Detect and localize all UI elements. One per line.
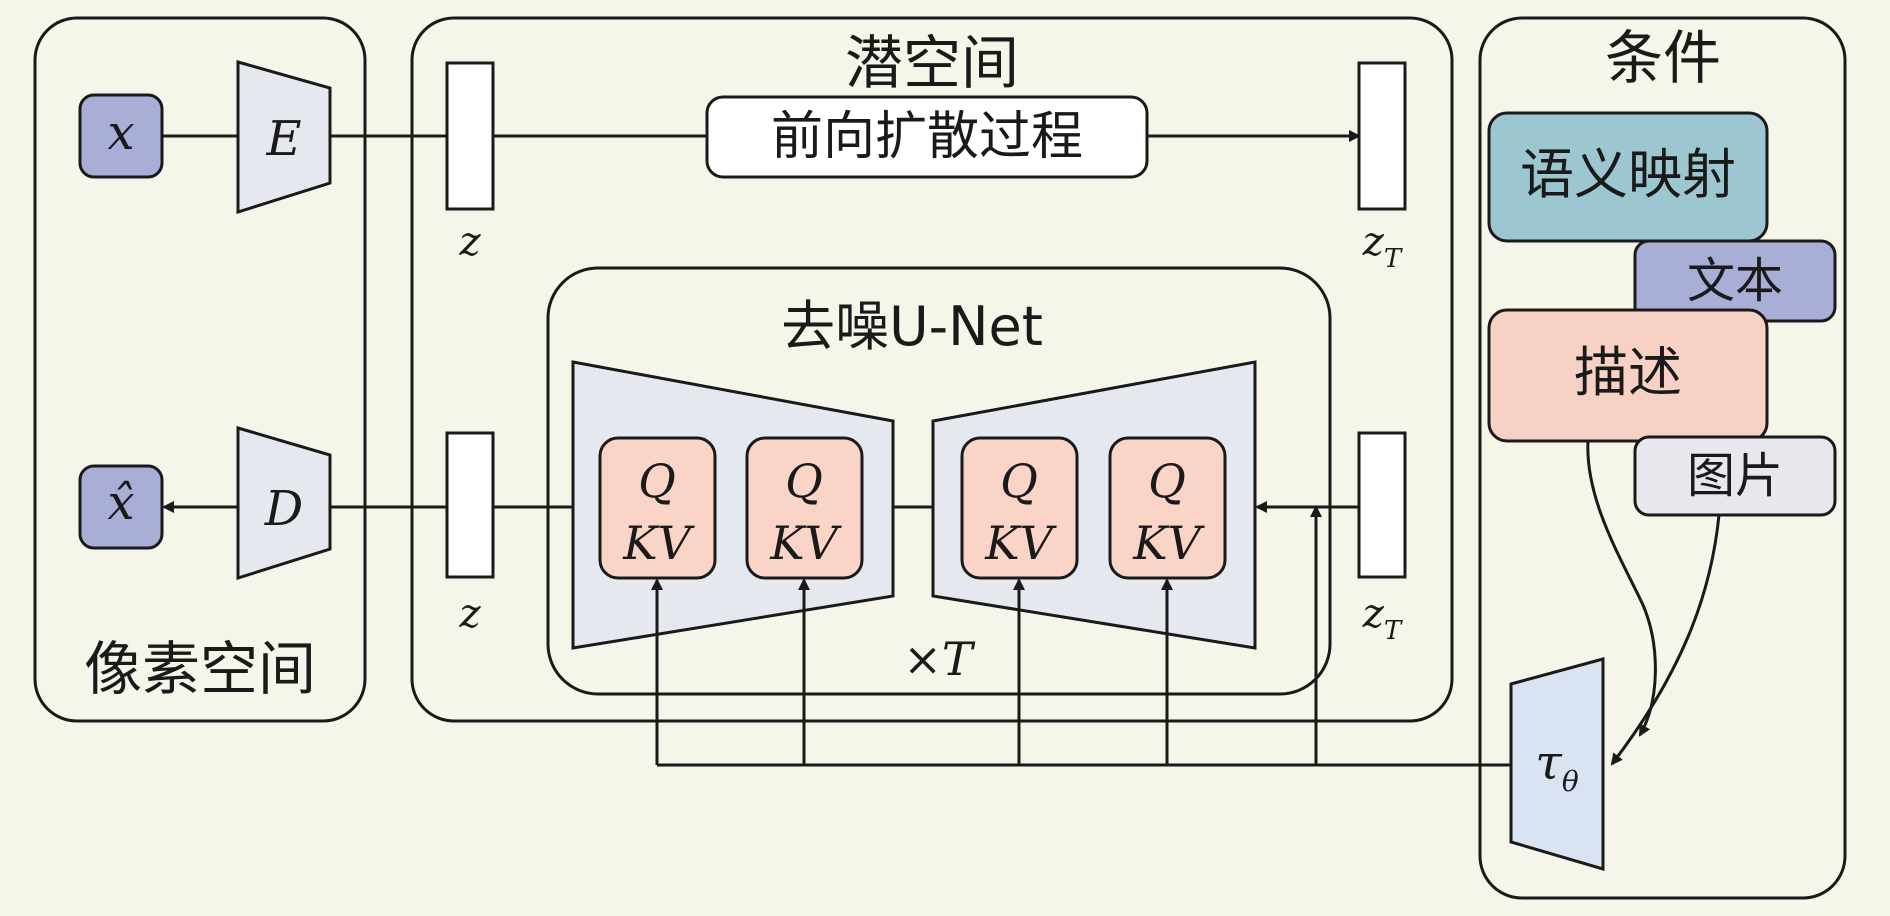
attention-block-2-q: Q bbox=[785, 454, 823, 508]
latent-space-panel: 潜空间 z zT 前向扩散过程 z zT 去噪U-Net Q KV Q KV Q… bbox=[410, 16, 1454, 723]
tau-theta-box bbox=[1509, 657, 1605, 872]
text-condition-label: 文本 bbox=[1687, 253, 1783, 309]
latent-z-bottom-box bbox=[445, 431, 495, 579]
pixel-space-title: 像素空间 bbox=[84, 635, 316, 703]
input-x-label: x bbox=[107, 105, 134, 161]
attention-block-1: Q KV bbox=[598, 436, 717, 580]
attention-block-4-kv: KV bbox=[1132, 516, 1205, 570]
encoder-box bbox=[236, 60, 332, 215]
conditioning-title: 条件 bbox=[1605, 24, 1721, 92]
decoder-box bbox=[236, 425, 332, 581]
semantic-map-box bbox=[1487, 111, 1769, 243]
attention-block-4: Q KV bbox=[1108, 436, 1227, 580]
semantic-map-label: 语义映射 bbox=[1520, 143, 1736, 206]
attention-block-4-q: Q bbox=[1148, 454, 1186, 508]
latent-z-top-box bbox=[445, 61, 495, 211]
image-condition-box bbox=[1633, 435, 1837, 517]
latent-z-top-label: z bbox=[458, 219, 481, 265]
repeat-label: ×T bbox=[903, 632, 976, 686]
image-condition-label: 图片 bbox=[1687, 448, 1783, 504]
latent-z-bottom-label: z bbox=[458, 591, 481, 637]
latent-space-border bbox=[410, 16, 1454, 723]
connections bbox=[162, 130, 1721, 767]
attention-block-3-kv: KV bbox=[984, 516, 1057, 570]
latent-zt-bottom-box bbox=[1357, 431, 1407, 579]
description-to-tau-curve bbox=[1586, 440, 1657, 737]
pixel-space-border bbox=[33, 16, 367, 723]
image-to-tau-curve bbox=[1610, 514, 1721, 766]
decoder-label: D bbox=[264, 481, 303, 537]
latent-zt-top-label: zT bbox=[1362, 219, 1403, 274]
conditioning-border bbox=[1478, 16, 1847, 900]
output-x-label: x̂ bbox=[107, 475, 134, 531]
attention-block-3: Q KV bbox=[960, 436, 1079, 580]
attention-block-3-q: Q bbox=[1000, 454, 1038, 508]
unet-title: 去噪U-Net bbox=[781, 295, 1043, 358]
description-box bbox=[1487, 308, 1769, 443]
latent-zt-bottom-label: zT bbox=[1362, 591, 1403, 646]
encoder-label: E bbox=[265, 111, 301, 167]
conditioning-panel: 条件 语义映射 文本 描述 图片 τθ bbox=[1478, 16, 1847, 900]
forward-diffusion-label: 前向扩散过程 bbox=[771, 107, 1083, 167]
latent-space-title: 潜空间 bbox=[845, 29, 1019, 97]
attention-block-1-q: Q bbox=[638, 454, 676, 508]
pixel-space-panel: x E x̂ D 像素空间 bbox=[33, 16, 367, 723]
latent-zt-top-box bbox=[1357, 61, 1407, 211]
attention-block-2-kv: KV bbox=[769, 516, 842, 570]
unet-border bbox=[546, 266, 1332, 696]
attention-block-1-kv: KV bbox=[622, 516, 695, 570]
description-label: 描述 bbox=[1574, 341, 1682, 404]
attention-block-2: Q KV bbox=[745, 436, 864, 580]
